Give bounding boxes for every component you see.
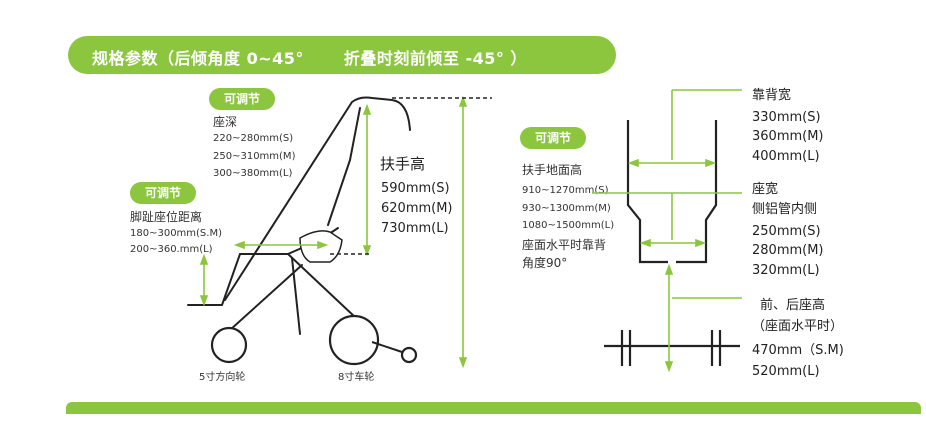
- foot-distance-value-l: 200~360.mm(L): [130, 244, 213, 255]
- seat-width-label: 座宽: [752, 182, 779, 197]
- seat-width-value-s: 250mm(S): [752, 224, 821, 239]
- back-width-label: 靠背宽: [752, 88, 792, 103]
- adjustable-badge-seat-depth: 可调节: [209, 88, 275, 110]
- seat-height-sublabel: （座面水平时）: [752, 319, 844, 334]
- seat-depth-value-m: 250~310mm(M): [213, 151, 296, 162]
- seat-depth-label: 座深: [213, 115, 238, 129]
- push-handle-frame: [224, 96, 411, 301]
- backrest-frame: [327, 107, 361, 226]
- front-wheel: [210, 326, 248, 364]
- armrest-ground-value-m: 930~1300mm(M): [522, 203, 611, 214]
- adjustable-badge-foot-distance: 可调节: [130, 182, 196, 204]
- rear-leg: [287, 253, 357, 319]
- seat-height-value-sm: 470mm（S.M): [752, 343, 844, 358]
- armrest-height-value-s: 590mm(S): [381, 181, 450, 196]
- grass-strip: [66, 402, 921, 414]
- armrest-height-value-m: 620mm(M): [381, 201, 453, 216]
- title-part-1: 规格参数（后倾角度 0~45°: [92, 49, 304, 68]
- back-width-value-s: 330mm(S): [752, 110, 821, 125]
- seat-level-note-1: 座面水平时靠背: [522, 238, 607, 252]
- armrest-ground-label: 扶手地面高: [522, 163, 583, 177]
- seat-width-value-l: 320mm(L): [752, 263, 820, 278]
- armrest-height-label: 扶手高: [380, 155, 426, 173]
- title-part-2: 折叠时刻前倾至 -45° ）: [343, 49, 527, 68]
- foot-distance-value-sm: 180~300mm(S.M): [130, 228, 222, 239]
- armrest-height-value-l: 730mm(L): [381, 221, 449, 236]
- foot-distance-label: 脚趾座位距离: [130, 210, 203, 224]
- seat-width-sublabel: 侧铝管内侧: [752, 202, 818, 217]
- seat-level-note-2: 角度90°: [522, 256, 568, 270]
- brake-knob: [400, 346, 418, 364]
- rear-wheel: [328, 314, 380, 366]
- right-side-tube: [676, 120, 718, 264]
- title-banner: [68, 36, 616, 74]
- rear-wheel-label: 8寸车轮: [338, 372, 375, 383]
- seat-depth-value-s: 220~280mm(S): [213, 133, 294, 144]
- left-side-tube: [626, 120, 668, 264]
- armrest-ground-value-s: 910~1270mm(S): [522, 185, 609, 196]
- seat-width-value-m: 280mm(M): [752, 243, 824, 258]
- armrest-ground-value-l: 1080~1500mm(L): [522, 220, 615, 231]
- back-width-value-m: 360mm(M): [752, 129, 824, 144]
- back-width-value-l: 400mm(L): [752, 149, 820, 164]
- seat-depth-value-l: 300~380mm(L): [213, 168, 293, 179]
- page-title: 规格参数（后倾角度 0~45° 折叠时刻前倾至 -45° ）: [92, 45, 527, 69]
- front-wheel-label: 5寸方向轮: [199, 372, 246, 383]
- mid-strut: [291, 257, 301, 335]
- seat-height-label: 前、后座高: [760, 298, 826, 313]
- seat-height-value-l: 520mm(L): [752, 364, 820, 379]
- cross-brace: [229, 264, 303, 331]
- adjustable-badge-armrest-ground: 可调节: [520, 127, 586, 149]
- front-leg: [187, 253, 241, 306]
